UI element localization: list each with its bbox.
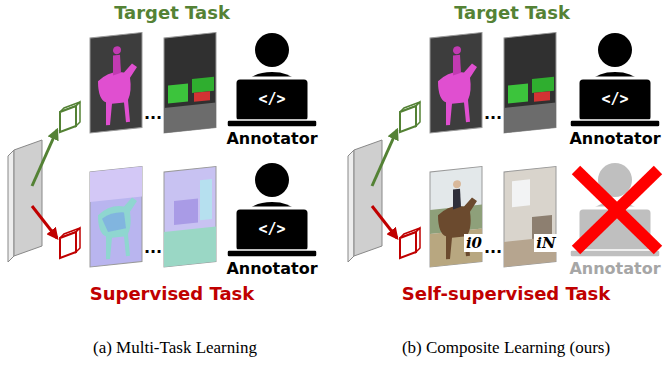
person-mask xyxy=(534,91,550,102)
image-frame xyxy=(90,33,142,133)
feature-slab-edge xyxy=(8,150,14,262)
normal-region xyxy=(200,179,212,220)
normal-region xyxy=(90,167,142,202)
normal-map-image xyxy=(164,167,216,267)
task-title: Supervised Task xyxy=(90,283,255,305)
image-frame xyxy=(504,33,556,133)
rider-mask xyxy=(113,55,121,76)
code-symbol: </> xyxy=(219,91,325,108)
ellipsis: ... xyxy=(484,104,502,123)
annotator-figure: </> Annotator xyxy=(219,28,325,150)
annotator-icon xyxy=(222,28,322,128)
car-mask xyxy=(192,77,214,93)
rider-mask xyxy=(453,46,461,55)
annotator-label: Annotator xyxy=(219,260,325,278)
rider xyxy=(453,189,461,210)
annotator-icon xyxy=(565,28,665,128)
backbone-b xyxy=(348,102,420,262)
annotator-label: Annotator xyxy=(219,130,325,148)
task-title: Target Task xyxy=(454,2,570,24)
feature-slab xyxy=(354,140,382,256)
backbone-a xyxy=(8,102,80,262)
image-index: i0 xyxy=(464,234,484,252)
laptop-base xyxy=(227,120,317,127)
segmentation-image xyxy=(430,33,482,133)
ellipsis: ... xyxy=(484,238,502,257)
aux-head xyxy=(400,232,416,258)
task-title: Self-supervised Task xyxy=(402,283,611,305)
target-head xyxy=(60,106,76,132)
laptop-base xyxy=(227,250,317,257)
car-mask xyxy=(532,77,554,93)
green-arrow xyxy=(32,130,57,186)
segmentation-image xyxy=(90,33,142,133)
segmentation-image xyxy=(164,33,216,133)
subfigure-caption: (a) Multi-Task Learning xyxy=(93,338,257,358)
laptop-screen xyxy=(578,208,652,252)
image-index: iN xyxy=(534,234,557,252)
normal-region xyxy=(164,227,216,267)
car-mask xyxy=(168,83,188,103)
rider-mask xyxy=(113,46,121,55)
rider xyxy=(453,180,461,189)
ellipsis: ... xyxy=(144,104,162,123)
task-title: Target Task xyxy=(114,2,230,24)
annotator-icon xyxy=(222,158,322,258)
annotator-head xyxy=(598,33,632,67)
annotator-label: Annotator xyxy=(562,130,668,148)
annotator-head xyxy=(598,163,632,197)
normal-region xyxy=(98,197,137,260)
road-mask xyxy=(504,103,556,133)
normal-region xyxy=(102,212,126,233)
car-mask xyxy=(508,83,528,103)
aux-head xyxy=(60,232,76,258)
annotator-icon xyxy=(565,158,665,258)
laptop-base xyxy=(570,120,660,127)
image-frame xyxy=(430,33,482,133)
target-head xyxy=(400,106,416,132)
annotator-head xyxy=(255,33,289,67)
ellipsis: ... xyxy=(144,238,162,257)
road-mask xyxy=(164,103,216,133)
subfigure-caption: (b) Composite Learning (ours) xyxy=(402,338,610,358)
annotator-figure: Annotator xyxy=(562,158,668,280)
code-symbol: </> xyxy=(562,91,668,108)
annotator-head xyxy=(255,163,289,197)
normal-region xyxy=(174,198,198,225)
image-frame xyxy=(164,33,216,133)
laptop-base xyxy=(570,250,660,257)
rider-mask xyxy=(453,55,461,76)
person-mask xyxy=(194,91,210,102)
normal-map-image xyxy=(90,167,142,267)
annotator-label: Annotator xyxy=(562,260,668,278)
red-arrow xyxy=(32,206,57,238)
green-arrow xyxy=(372,130,397,186)
image-frame xyxy=(164,167,216,267)
feature-slab xyxy=(14,140,42,256)
code-symbol: </> xyxy=(219,221,325,238)
annotator-figure: </> Annotator xyxy=(562,28,668,150)
window xyxy=(512,179,530,207)
segmentation-image xyxy=(504,33,556,133)
red-arrow xyxy=(372,206,397,238)
feature-slab-edge xyxy=(348,150,354,262)
annotator-figure: </> Annotator xyxy=(219,158,325,280)
image-frame xyxy=(90,167,142,267)
